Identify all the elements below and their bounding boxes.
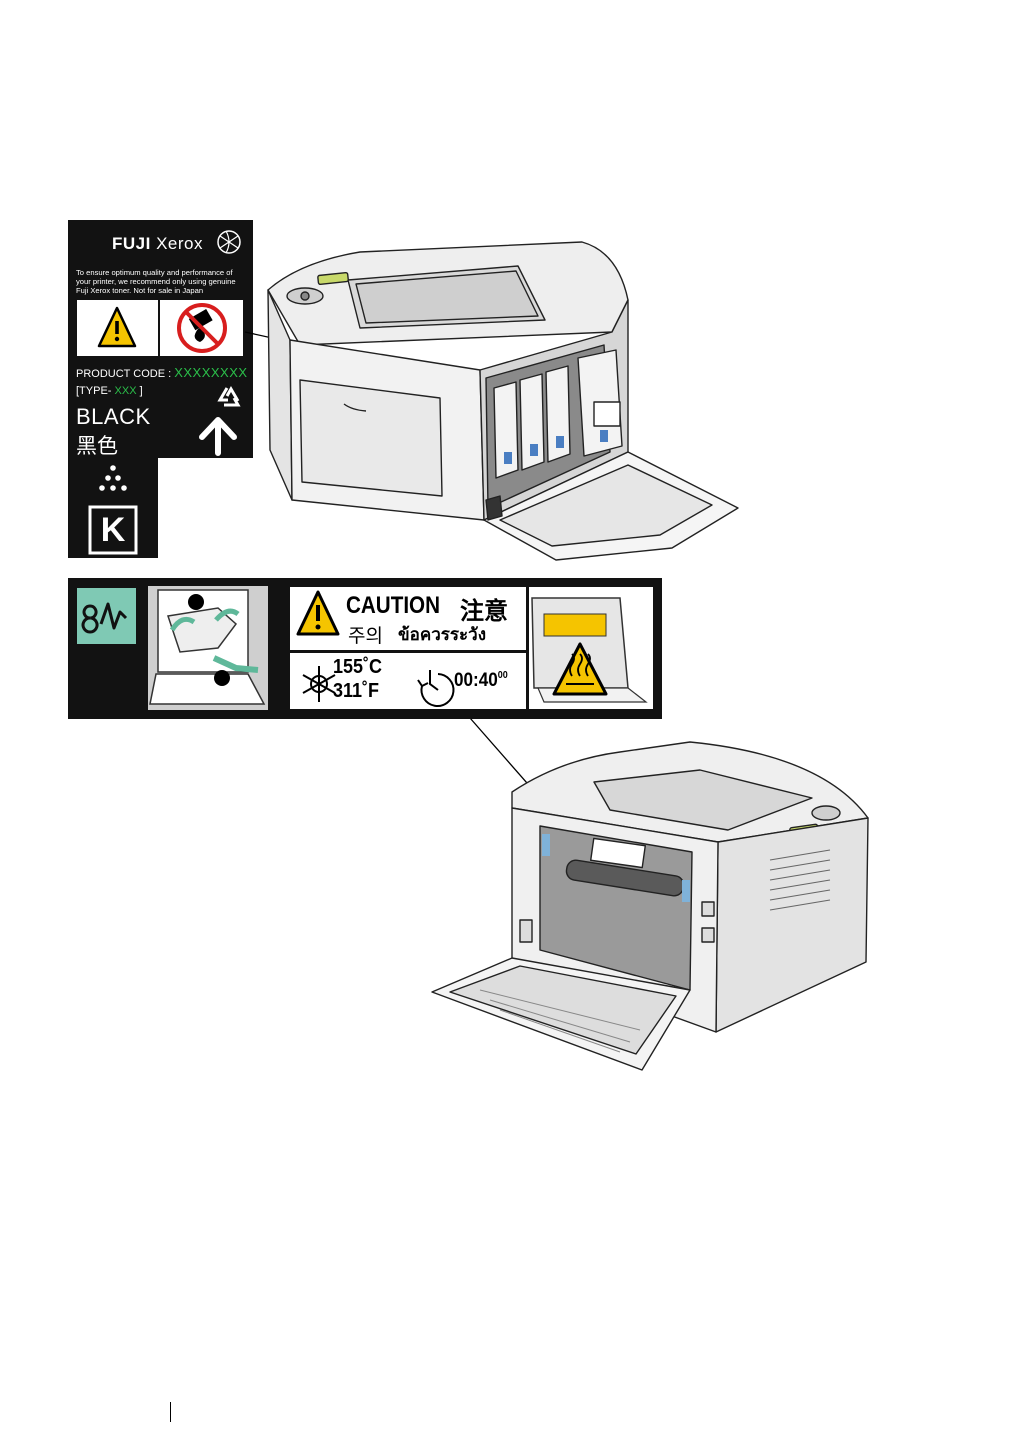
product-type: [TYPE- XXX ] (76, 385, 143, 397)
no-fire-icon (179, 305, 225, 351)
product-code: PRODUCT CODE : XXXXXXXX (76, 365, 248, 380)
color-name-english: BLACK (76, 404, 151, 430)
leader-line-toner (245, 332, 604, 411)
fuser-caution-label: CAUTION 注意 주의 ข้อควรระวัง 155˚C 311˚F 00… (68, 578, 662, 719)
hot-surface-icon (529, 587, 653, 709)
product-code-value: XXXXXXXX (174, 365, 247, 380)
toner-cartridge-label: FUJI Xerox To ensure optimum quality and… (68, 220, 253, 558)
color-name-japanese: 黑色 (76, 430, 118, 460)
genuine-toner-notice: To ensure optimum quality and performanc… (76, 268, 248, 295)
printer-front-view (268, 242, 738, 560)
step-1-marker: ❶ (189, 591, 190, 592)
leader-line-caution (470, 718, 591, 856)
color-letter: K (90, 507, 136, 553)
page-footer-rule (170, 1402, 171, 1422)
caution-thai: ข้อควรระวัง (398, 621, 486, 648)
temperature-fahrenheit: 311˚F (333, 680, 379, 703)
step-2-marker: ❷ (215, 667, 216, 668)
paper-jam-icon (77, 588, 136, 644)
temperature-celsius: 155˚C (333, 656, 382, 679)
printer-rear-view (432, 742, 868, 1070)
brand-logo: FUJI Xerox (112, 234, 203, 254)
jam-clearing-illustration (148, 586, 268, 710)
caution-korean: 주의 (348, 621, 383, 648)
cooldown-timer: 00:4000 (454, 670, 508, 692)
caution-english: CAUTION (346, 592, 440, 620)
